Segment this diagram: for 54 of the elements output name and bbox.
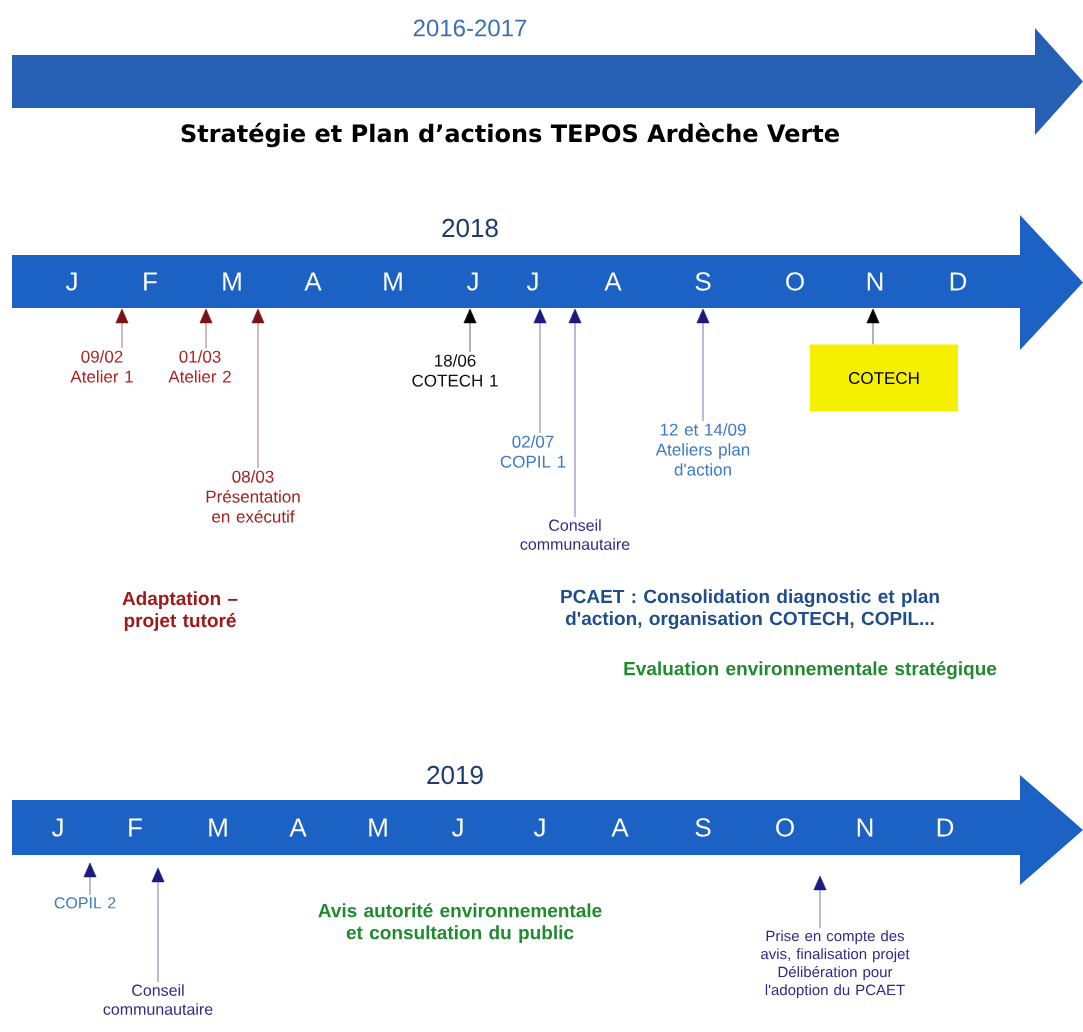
month-label: M <box>223 272 241 291</box>
event-label: 12 et 14/09 Ateliers plan d'action <box>655 423 750 476</box>
month-label: A <box>611 818 629 837</box>
timeline-caption: Stratégie et Plan d’actions TEPOS Ardèche Verte <box>181 122 839 148</box>
event-label: Conseil communautaire <box>520 519 630 550</box>
event-label: 08/03 Présentation en exécutif <box>206 470 300 523</box>
month-label: D <box>950 272 967 291</box>
month-label: A <box>304 272 322 291</box>
month-label: J <box>533 818 545 837</box>
month-label: N <box>867 272 883 291</box>
marker-arrow <box>813 875 827 929</box>
marker-arrow <box>199 308 213 349</box>
year-heading: 2018 <box>442 218 498 238</box>
month-label: N <box>857 818 873 837</box>
marker-arrow <box>533 308 547 434</box>
month-label: J <box>526 272 538 291</box>
event-label: 01/03 Atelier 2 <box>168 350 231 383</box>
month-label: J <box>65 272 77 291</box>
highlight-box: COTECH <box>810 344 958 412</box>
marker-arrow <box>463 308 477 353</box>
year-heading: 2016-2017 <box>413 19 527 37</box>
event-label: Prise en compte des avis, finalisation projet Délibération pour l'adoption du PCAET <box>761 930 910 999</box>
month-label: J <box>51 818 63 837</box>
month-label: M <box>209 818 227 837</box>
marker-arrow <box>696 308 710 422</box>
month-label: J <box>466 272 478 291</box>
event-label: Conseil communautaire <box>103 984 213 1015</box>
marker-arrow <box>251 308 265 469</box>
phase-note: PCAET : Consolidation diagnostic et plan d'action, organisation COTECH, COPIL... <box>561 589 939 629</box>
marker-arrow <box>83 862 97 896</box>
month-label: S <box>695 818 711 837</box>
marker-arrow <box>151 867 165 983</box>
month-label: J <box>451 818 463 837</box>
month-label: F <box>144 272 157 291</box>
marker-arrow <box>115 308 129 349</box>
month-label: A <box>289 818 307 837</box>
month-label: F <box>129 818 142 837</box>
month-label: D <box>937 818 954 837</box>
month-label: M <box>369 818 387 837</box>
event-label: 18/06 COTECH 1 <box>412 354 498 387</box>
month-label: O <box>786 272 804 291</box>
month-label: A <box>604 272 622 291</box>
month-label: M <box>384 272 402 291</box>
year-heading: 2019 <box>427 765 483 785</box>
month-label: S <box>695 272 711 291</box>
event-label: 09/02 Atelier 1 <box>70 350 133 383</box>
month-label: O <box>776 818 794 837</box>
event-label: COPIL 2 <box>54 897 116 909</box>
marker-arrow <box>568 308 582 518</box>
marker-arrow <box>866 308 880 345</box>
phase-note: Adaptation – projet tutoré <box>122 591 238 631</box>
phase-note: Evaluation environnementale stratégique <box>624 661 997 680</box>
event-label: 02/07 COPIL 1 <box>500 435 566 468</box>
phase-note: Avis autorité environnementale et consultation du public <box>318 903 602 944</box>
